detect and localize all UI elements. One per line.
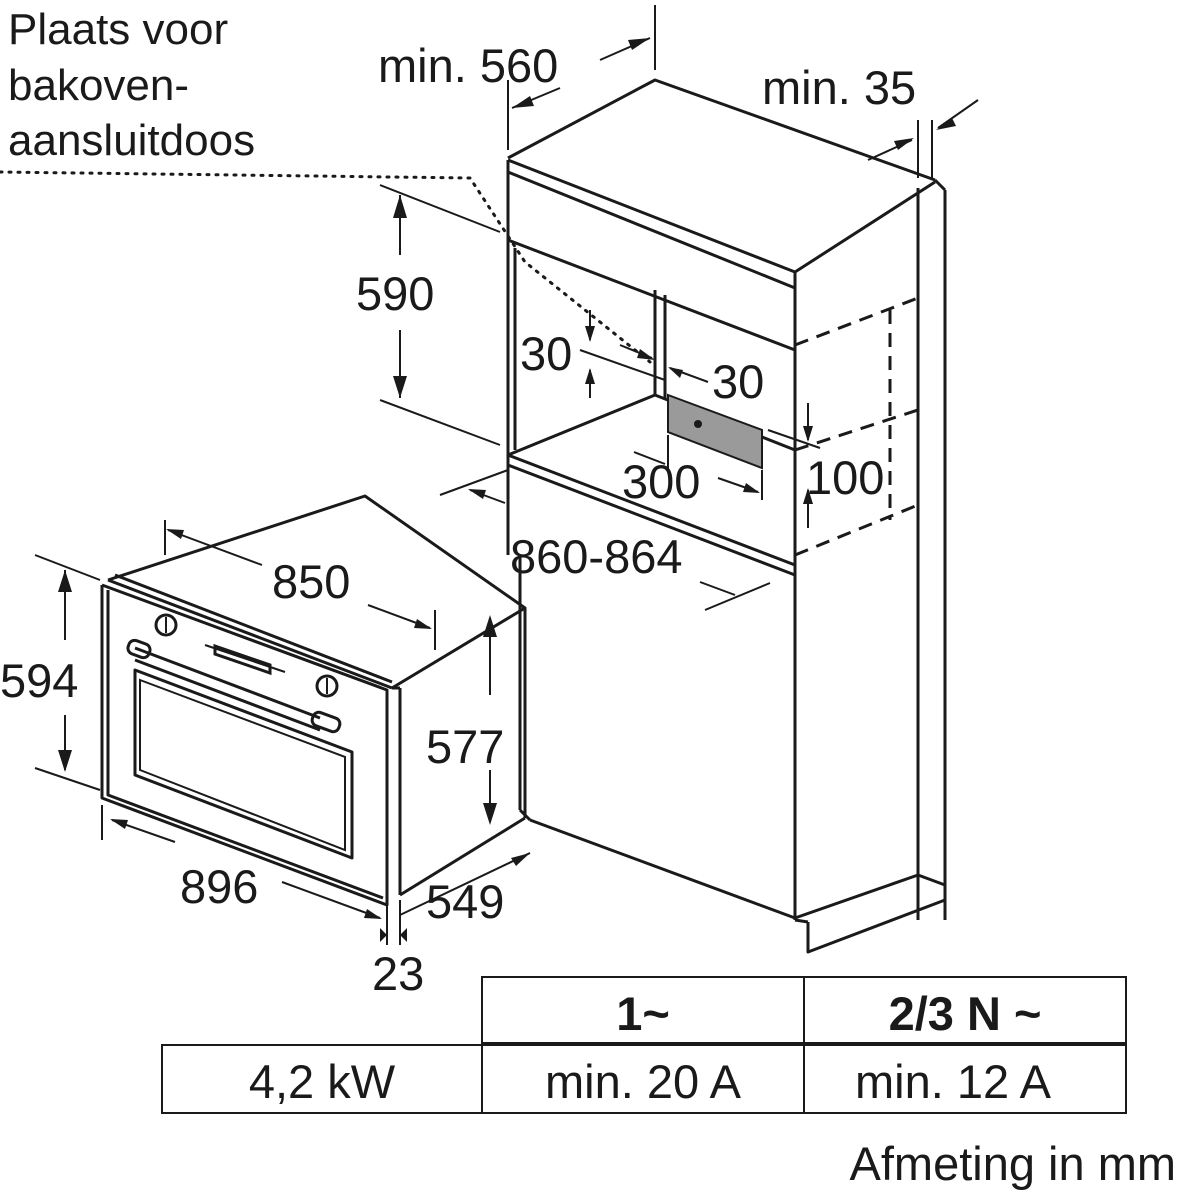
table-header-single-phase: 1~	[616, 987, 670, 1040]
dim-box-offset-top: 30	[520, 327, 572, 380]
dim-oven-width: 850	[272, 555, 350, 608]
dim-oven-front-width: 896	[180, 860, 258, 913]
note-line-2: bakoven-	[8, 61, 189, 110]
dim-oven-body-height: 577	[426, 720, 504, 773]
table-cell-single-phase: min. 20 A	[545, 1055, 742, 1108]
note-line-1: Plaats voor	[8, 5, 228, 54]
display	[213, 643, 272, 676]
oven-dimension-lines	[34, 520, 531, 945]
dim-front-thickness: 23	[372, 947, 424, 1000]
dim-oven-depth: 549	[426, 875, 504, 928]
knob-right-icon	[315, 674, 339, 698]
note-connection-box: Plaats voor bakoven- aansluitdoos	[8, 5, 255, 165]
connection-box	[667, 393, 763, 470]
table-cell-three-phase: min. 12 A	[855, 1055, 1052, 1108]
power-table: 1~ 2/3 N ~ 4,2 kW min. 20 A min. 12 A	[161, 976, 1127, 1114]
dim-cabinet-depth: min. 560	[378, 39, 558, 92]
table-header-three-phase: 2/3 N ~	[889, 987, 1042, 1040]
dim-box-height: 100	[806, 451, 884, 504]
dim-box-offset-side: 30	[712, 355, 764, 408]
dim-niche-width: 860-864	[510, 530, 683, 583]
dim-box-width: 300	[622, 455, 700, 508]
note-line-3: aansluitdoos	[8, 116, 255, 165]
knob-left-icon	[154, 613, 178, 637]
cabinet-dimension-lines	[0, 5, 979, 611]
unit-note: Afmeting in mm	[850, 1137, 1176, 1190]
dim-back-gap: min. 35	[762, 61, 916, 114]
table-row-power: 4,2 kW	[249, 1055, 396, 1108]
tall-cabinet	[506, 78, 947, 954]
dim-oven-front-height: 594	[0, 654, 78, 707]
dim-niche-height: 590	[356, 267, 434, 320]
